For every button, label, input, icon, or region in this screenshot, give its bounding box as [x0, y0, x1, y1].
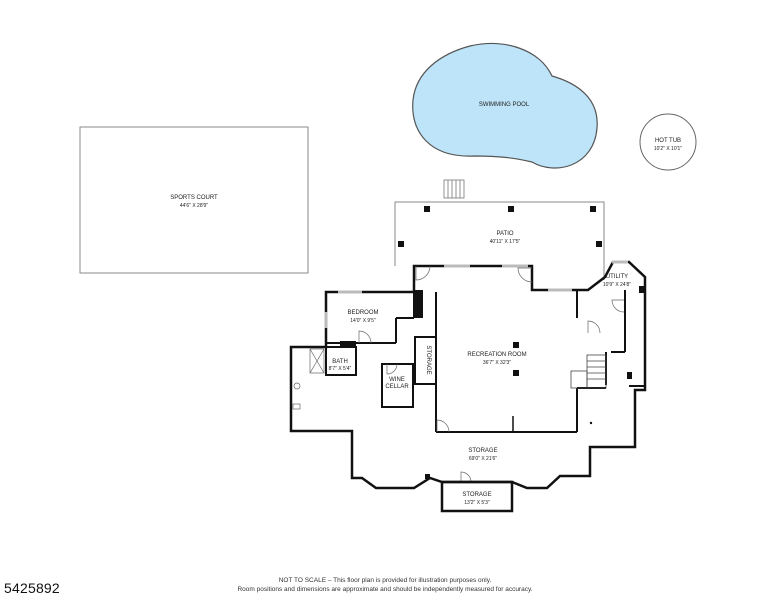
basement-exterior-wall	[289, 260, 647, 490]
hot-tub-dim: 10'2" X 10'1"	[654, 146, 682, 152]
exterior-door-marker	[425, 474, 430, 479]
recreation-room-dim: 36'7" X 32'3"	[483, 360, 511, 366]
door-swings	[358, 265, 625, 483]
disclaimer-line2: Room positions and dimensions are approx…	[237, 586, 533, 593]
patio-posts	[398, 206, 602, 247]
sports-court-outline	[79, 126, 309, 274]
storage-main-dim: 69'0" X 21'6"	[469, 456, 497, 462]
bath-wall-block	[340, 341, 356, 347]
disclaimer-line1: NOT TO SCALE – This floor plan is provid…	[278, 577, 492, 584]
bedroom-dim: 14'0" X 9'5"	[350, 318, 376, 324]
sports-court-label: SPORTS COURT	[170, 195, 218, 201]
wine-cellar-label-line2: CELLAR	[385, 384, 409, 390]
wine-cellar-label-line1: WINE	[389, 377, 405, 383]
patio-dim: 40'11" X 17'5"	[490, 239, 521, 245]
utility-column	[627, 372, 632, 379]
bath-label: BATH	[332, 359, 348, 365]
bath-dim: 8'7" X 5'4"	[329, 366, 352, 372]
recreation-room-walls	[435, 290, 606, 433]
storage-small-dim: 13'2" X 5'3"	[464, 500, 490, 506]
patio-steps	[443, 179, 465, 199]
bath-shower	[309, 348, 325, 374]
storage-closet-label: STORAGE	[425, 345, 431, 374]
wine-cellar-walls	[381, 363, 414, 408]
sports-court-dim: 44'6" X 28'9"	[180, 203, 208, 209]
windows	[324, 260, 628, 328]
listing-id: 5425892	[4, 580, 60, 596]
panel-fixture	[292, 403, 301, 410]
stairs	[570, 354, 607, 389]
patio-label: PATIO	[496, 231, 513, 237]
water-heater-fixture	[293, 382, 301, 390]
recreation-room-columns	[513, 342, 519, 376]
recreation-room-label: RECREATION ROOM	[467, 352, 526, 358]
storage-closet-walls	[414, 336, 437, 385]
hot-tub-outline	[639, 113, 697, 171]
utility-label: UTILITY	[606, 274, 628, 280]
swimming-pool-outline	[412, 42, 598, 169]
swimming-pool-label: SWIMMING POOL	[479, 102, 530, 108]
hot-tub-label: HOT TUB	[655, 138, 681, 144]
utility-walls	[605, 290, 645, 387]
drain-fixture	[589, 421, 593, 425]
bedroom-label: BEDROOM	[347, 310, 378, 316]
disclaimer: NOT TO SCALE – This floor plan is provid…	[220, 576, 550, 594]
storage-small-walls	[440, 480, 514, 513]
utility-dim: 10'9" X 24'8"	[603, 282, 631, 288]
storage-small-label: STORAGE	[462, 492, 491, 498]
bedroom-closet-block	[413, 290, 423, 318]
patio-outline	[394, 201, 605, 280]
storage-main-label: STORAGE	[468, 448, 497, 454]
utility-column	[639, 286, 644, 293]
